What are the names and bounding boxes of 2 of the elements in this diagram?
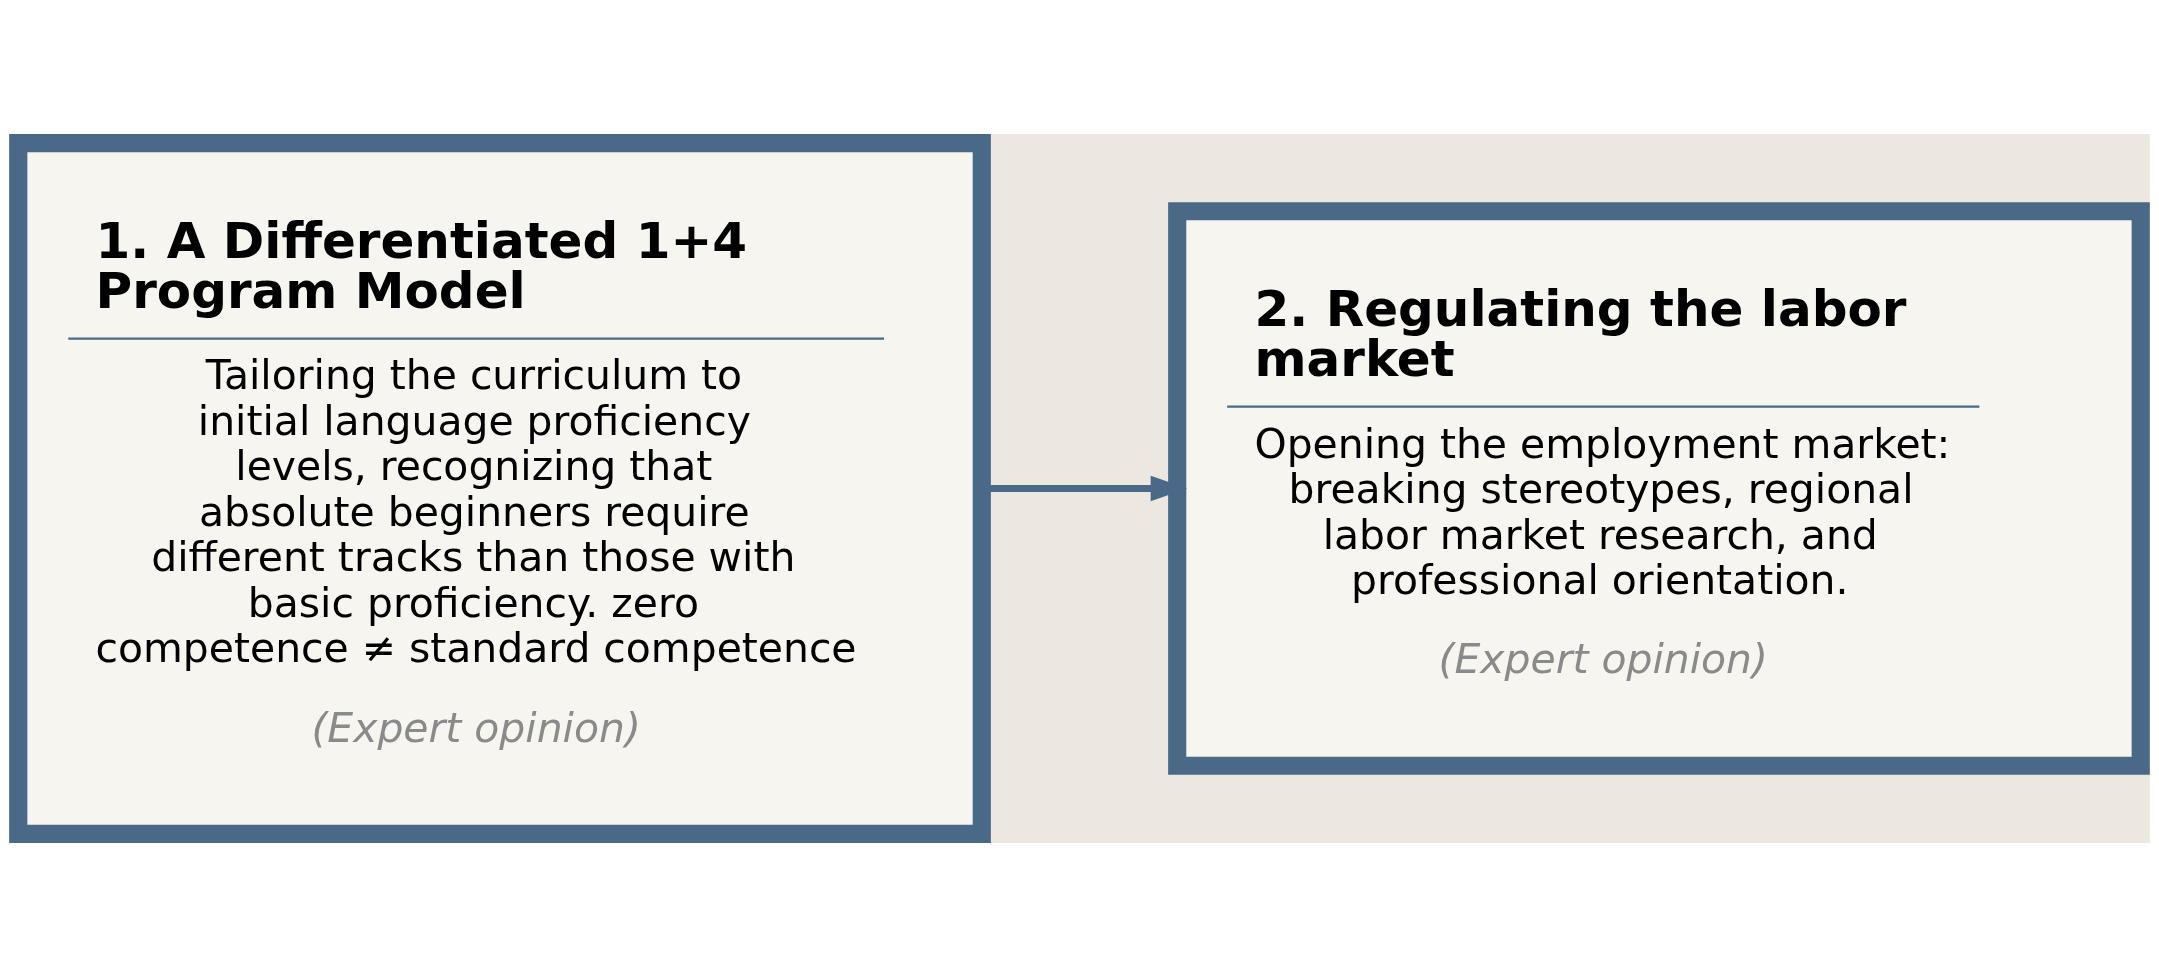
node-box: 2. Regulating the labor market Opening the employment market: breaking stereotypes, regional labor market research, and professional orientation. (Expert opinion) [1168,202,2150,775]
node-box: 1. A Differentiated 1+4 Program Model Tailoring the curriculum to initial language proficiency levels, recognizing that absolute beginners require different tracks than those with basic proficiency. zero competence ≠ standard competence (Expert opinion) [9,134,991,843]
